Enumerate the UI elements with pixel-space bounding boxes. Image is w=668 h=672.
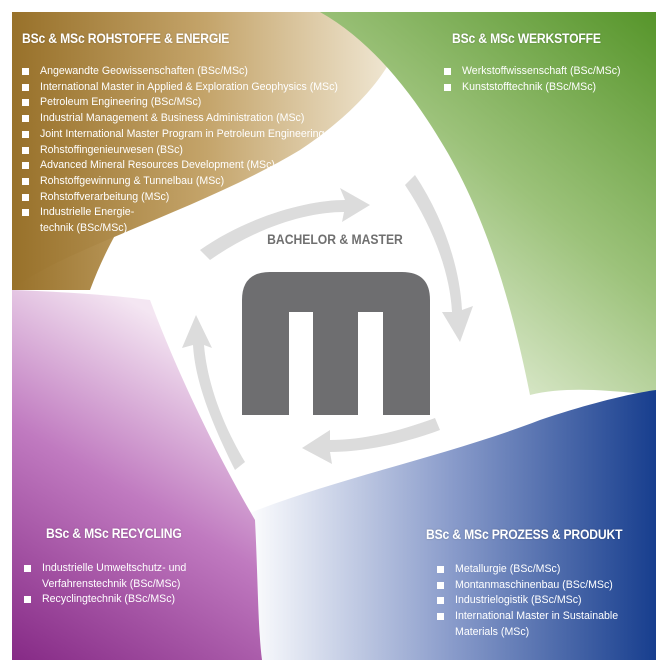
quadrant-title-werkstoffe: BSc & MSc WERKSTOFFE (452, 31, 601, 46)
quadrant-werkstoffe-shape (320, 12, 656, 395)
program-item[interactable]: International Master in Applied & Explor… (22, 80, 356, 96)
program-item[interactable]: Advanced Mineral Resources Development (… (22, 158, 356, 174)
program-item[interactable]: Rohstoffverarbeitung (MSc) (22, 190, 356, 206)
center-title: BACHELOR & MASTER (267, 232, 403, 247)
program-list-recycling: Industrielle Umweltschutz- und Verfahren… (24, 561, 186, 608)
program-list-prozess: Metallurgie (BSc/MSc) Montanmaschinenbau… (437, 562, 618, 641)
quadrant-title-prozess: BSc & MSc PROZESS & PRODUKT (426, 527, 623, 542)
quadrant-rohstoffe-shape (12, 12, 400, 290)
program-item[interactable]: Kunststofftechnik (BSc/MSc) (444, 80, 621, 96)
program-item[interactable]: Rohstoffingenieurwesen (BSc) (22, 143, 356, 159)
program-list-rohstoffe: Angewandte Geowissenschaften (BSc/MSc) I… (22, 64, 356, 237)
quadrant-title-recycling: BSc & MSc RECYCLING (46, 526, 182, 541)
program-item[interactable]: Petroleum Engineering (BSc/MSc) (22, 95, 356, 111)
program-item[interactable]: Montanmaschinenbau (BSc/MSc) (437, 578, 618, 594)
program-item[interactable]: Industrielogistik (BSc/MSc) (437, 593, 618, 609)
program-item[interactable]: Rohstoffgewinnung & Tunnelbau (MSc) (22, 174, 356, 190)
program-item[interactable]: Industrial Management & Business Adminis… (22, 111, 356, 127)
program-item[interactable]: Joint International Master Program in Pe… (22, 127, 356, 143)
quadrant-title-rohstoffe: BSc & MSc ROHSTOFFE & ENERGIE (22, 31, 230, 46)
quadrant-recycling-shape (12, 290, 262, 660)
cycle-arrows (182, 175, 473, 470)
program-item[interactable]: Recyclingtechnik (BSc/MSc) (24, 592, 186, 608)
program-item[interactable]: Industrielle Umweltschutz- und Verfahren… (24, 561, 186, 592)
quadrant-prozess-shape (245, 390, 656, 660)
program-item[interactable]: Industrielle Energie- technik (BSc/MSc) (22, 205, 356, 236)
program-item[interactable]: Werkstoffwissenschaft (BSc/MSc) (444, 64, 621, 80)
program-item[interactable]: Angewandte Geowissenschaften (BSc/MSc) (22, 64, 356, 80)
program-item[interactable]: Metallurgie (BSc/MSc) (437, 562, 618, 578)
m-logo (242, 272, 430, 415)
program-list-werkstoffe: Werkstoffwissenschaft (BSc/MSc) Kunststo… (444, 64, 621, 95)
program-item[interactable]: International Master in Sustainable Mate… (437, 609, 618, 640)
